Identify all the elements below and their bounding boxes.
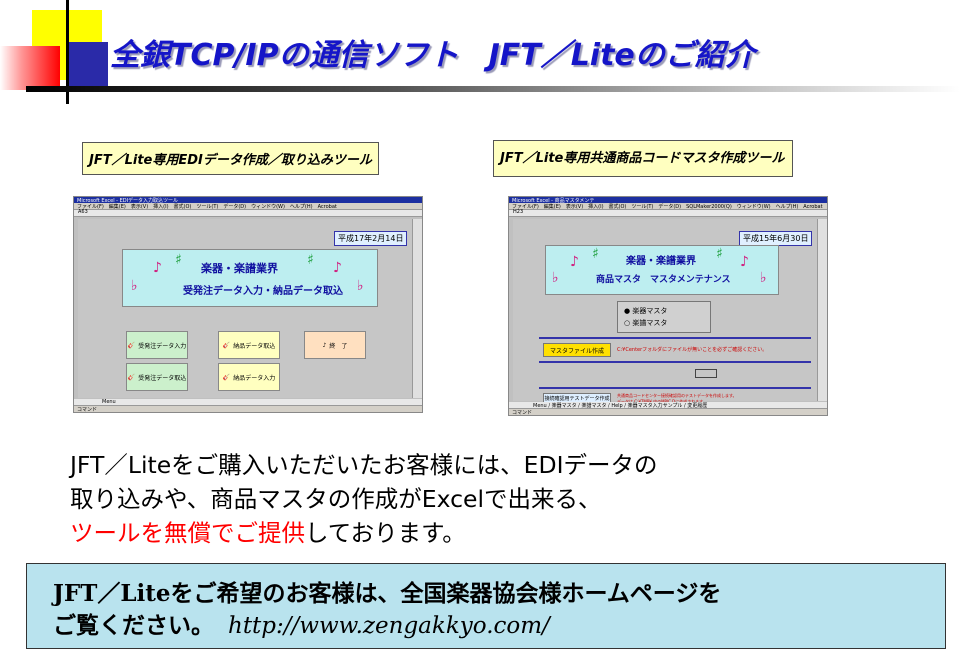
slide-title: 全銀TCP/IPの通信ソフト JFT／Liteのご紹介 xyxy=(110,38,755,73)
body-line-3: ツールを無償でご提供しております。 xyxy=(70,519,466,547)
delivery-import-button[interactable]: 🎸納品データ取込 xyxy=(218,331,280,359)
status-bar: コマンド xyxy=(509,408,827,415)
radio-unselected-icon: ○ xyxy=(624,319,631,327)
info-text: JFT／Liteをご希望のお客様は、全国楽器協会様ホームページを ご覧ください。… xyxy=(53,578,721,642)
banner-line1: 楽器・楽譜業界 xyxy=(201,262,278,275)
sheet-tabs[interactable]: Menu xyxy=(74,399,422,406)
free-tool-highlight: ツールを無償でご提供 xyxy=(70,519,305,547)
delivery-input-button[interactable]: 🎸納品データ入力 xyxy=(218,363,280,391)
radio-instruments[interactable]: ● 楽器マスタ xyxy=(624,307,668,315)
guitar-icon: 🎸 xyxy=(127,341,136,349)
sheet-tabs[interactable]: Menu / 楽器マスタ / 楽譜マスタ / Help / 楽器マスタ入力サンプ… xyxy=(509,402,827,409)
music-note-icon: ♪ xyxy=(740,254,749,270)
title-banner: ♪ ♯ ♭ ♯ ♪ ♭ 楽器・楽譜業界 商品マスタ マスタメンテナンス xyxy=(545,245,779,295)
decor-vertical-line xyxy=(66,0,69,104)
decor-header-rule xyxy=(26,86,960,92)
sharp-icon: ♯ xyxy=(592,246,599,262)
music-note-icon: ♪ xyxy=(153,260,162,276)
master-radio-group: ● 楽器マスタ ○ 楽譜マスタ xyxy=(617,301,711,333)
right-excel-window: Microsoft Excel - 商品マスタメンテ ファイル(F) 編集(E)… xyxy=(508,196,828,416)
vertical-scrollbar[interactable] xyxy=(412,219,422,398)
sharp-icon: ♯ xyxy=(307,252,314,268)
radio-sheet-music[interactable]: ○ 楽譜マスタ xyxy=(624,319,668,327)
sheet-area: 平成17年2月14日 ♪ ♯ ♭ ♯ ♪ ♭ 楽器・楽譜業界 受発注データ入力・… xyxy=(78,219,412,398)
banner-line2: 受発注データ入力・納品データ取込 xyxy=(183,286,343,297)
window-titlebar: Microsoft Excel - 商品マスタメンテ xyxy=(509,197,827,204)
flat-icon: ♭ xyxy=(552,270,559,286)
sharp-icon: ♯ xyxy=(716,246,723,262)
website-link[interactable]: http://www.zengakkyo.com/ xyxy=(228,613,550,639)
formula-bar[interactable]: A63 xyxy=(74,209,422,217)
divider xyxy=(539,361,811,363)
blank-control xyxy=(695,369,717,378)
flat-icon: ♭ xyxy=(357,278,364,294)
exit-button[interactable]: ♪終 了 xyxy=(304,331,366,359)
title-banner: ♪ ♯ ♭ ♯ ♪ ♭ 楽器・楽譜業界 受発注データ入力・納品データ取込 xyxy=(122,249,378,307)
radio-selected-icon: ● xyxy=(624,307,631,315)
banner-line1: 楽器・楽譜業界 xyxy=(626,256,696,267)
date-box: 平成17年2月14日 xyxy=(334,231,408,246)
flat-icon: ♭ xyxy=(760,270,767,286)
guitar-icon: 🎸 xyxy=(222,373,231,381)
info-line-2: ご覧ください。http://www.zengakkyo.com/ xyxy=(53,612,550,639)
left-caption: JFT／Lite専用EDIデータ作成／取り込みツール xyxy=(82,142,379,175)
music-note-icon: ♪ xyxy=(570,254,579,270)
body-line-2: 取り込みや、商品マスタの作成がExcelで出来る、 xyxy=(70,485,602,513)
decor-red-square xyxy=(0,46,60,90)
vertical-scrollbar[interactable] xyxy=(817,219,827,401)
order-import-button[interactable]: 🎸受発注データ取込 xyxy=(126,363,188,391)
window-titlebar: Microsoft Excel - EDIデータ入力取込ツール xyxy=(74,197,422,204)
info-line-1: JFT／Liteをご希望のお客様は、全国楽器協会様ホームページを xyxy=(53,580,722,607)
body-text: JFT／Liteをご購入いただいたお客様には、EDIデータの 取り込みや、商品マ… xyxy=(70,448,658,550)
sharp-icon: ♯ xyxy=(175,252,182,268)
info-box: JFT／Liteをご希望のお客様は、全国楽器協会様ホームページを ご覧ください。… xyxy=(26,563,946,649)
left-excel-window: Microsoft Excel - EDIデータ入力取込ツール ファイル(F) … xyxy=(73,196,423,413)
banner-line2: 商品マスタ マスタメンテナンス xyxy=(596,275,731,285)
decor-blue-square xyxy=(68,42,108,88)
flat-icon: ♭ xyxy=(131,278,138,294)
body-line-1: JFT／Liteをご購入いただいたお客様には、EDIデータの xyxy=(70,451,658,479)
music-note-icon: ♪ xyxy=(322,341,327,349)
date-box: 平成15年6月30日 xyxy=(739,231,813,246)
formula-bar[interactable]: H23 xyxy=(509,209,827,217)
divider xyxy=(539,387,811,389)
music-note-icon: ♪ xyxy=(333,260,342,276)
order-input-button[interactable]: 🎸受発注データ入力 xyxy=(126,331,188,359)
menu-bar[interactable]: ファイル(F) 編集(E) 表示(V) 挿入(I) 書式(O) ツール(T) デ… xyxy=(74,203,422,210)
create-master-button[interactable]: マスタファイル作成 xyxy=(543,343,611,357)
master-note: C:¥Centerフォルダにファイルが無いことを必ずご確認ください。 xyxy=(617,347,768,353)
menu-bar[interactable]: ファイル(F) 編集(E) 表示(V) 挿入(I) 書式(O) ツール(T) デ… xyxy=(509,203,827,210)
sheet-area: 平成15年6月30日 ♪ ♯ ♭ ♯ ♪ ♭ 楽器・楽譜業界 商品マスタ マスタ… xyxy=(513,219,817,404)
test-note-2: データは C:¥TMP¥ 内のMPIC.Dに作成されます。 xyxy=(617,399,707,405)
divider xyxy=(539,337,811,339)
guitar-icon: 🎸 xyxy=(222,341,231,349)
right-caption: JFT／Lite専用共通商品コードマスタ作成ツール xyxy=(493,140,794,177)
test-note-1: 共通商品コードセンター接続確認用のテストデータを作成します。 xyxy=(617,393,737,398)
status-bar: コマンド xyxy=(74,405,422,412)
guitar-icon: 🎸 xyxy=(127,373,136,381)
